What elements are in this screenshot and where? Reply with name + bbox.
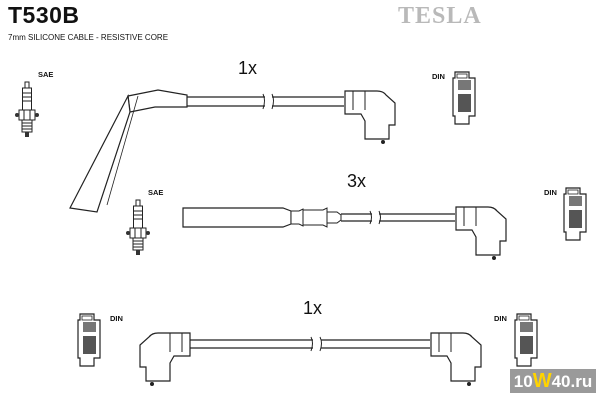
wire-1-quantity: 1x bbox=[238, 58, 258, 78]
wire-2-din-elbow bbox=[455, 206, 507, 261]
wire-1-din-label: DIN bbox=[432, 72, 445, 81]
wire-3 bbox=[77, 313, 538, 387]
brand-logo: TESLA bbox=[398, 3, 482, 29]
wire-3-din-terminal-icon-left bbox=[77, 313, 101, 367]
wire-2-din-terminal-icon bbox=[563, 187, 587, 241]
wire-2-spark-plug-icon bbox=[125, 199, 151, 256]
wire-1-sae-label: SAE bbox=[38, 70, 54, 79]
wire-2 bbox=[125, 187, 587, 261]
wire-3-din-terminal-icon-right bbox=[514, 313, 538, 367]
wire-1-din-elbow bbox=[344, 90, 396, 145]
wire-1-spark-plug-icon bbox=[14, 81, 40, 138]
cable-description: 7mm SILICONE CABLE - RESISTIVE CORE bbox=[8, 33, 169, 42]
wire-2-din-label: DIN bbox=[544, 188, 557, 197]
wire-3-din-label-left: DIN bbox=[110, 314, 123, 323]
wire-2-sae-label: SAE bbox=[148, 188, 164, 197]
site-watermark: 10W40.ru bbox=[510, 369, 596, 393]
wire-2-sae-boot bbox=[182, 207, 292, 228]
part-number: T530B bbox=[8, 2, 80, 28]
wire-1-din-terminal-icon bbox=[452, 71, 476, 125]
wire-2-quantity: 3x bbox=[347, 171, 367, 191]
wire-1-straight-boot bbox=[69, 94, 131, 213]
wire-3-quantity: 1x bbox=[303, 298, 323, 318]
wire-3-din-label-right: DIN bbox=[494, 314, 507, 323]
wire-3-din-elbow-left bbox=[139, 332, 191, 387]
wire-1 bbox=[14, 71, 476, 213]
wire-3-din-elbow-right bbox=[430, 332, 482, 387]
